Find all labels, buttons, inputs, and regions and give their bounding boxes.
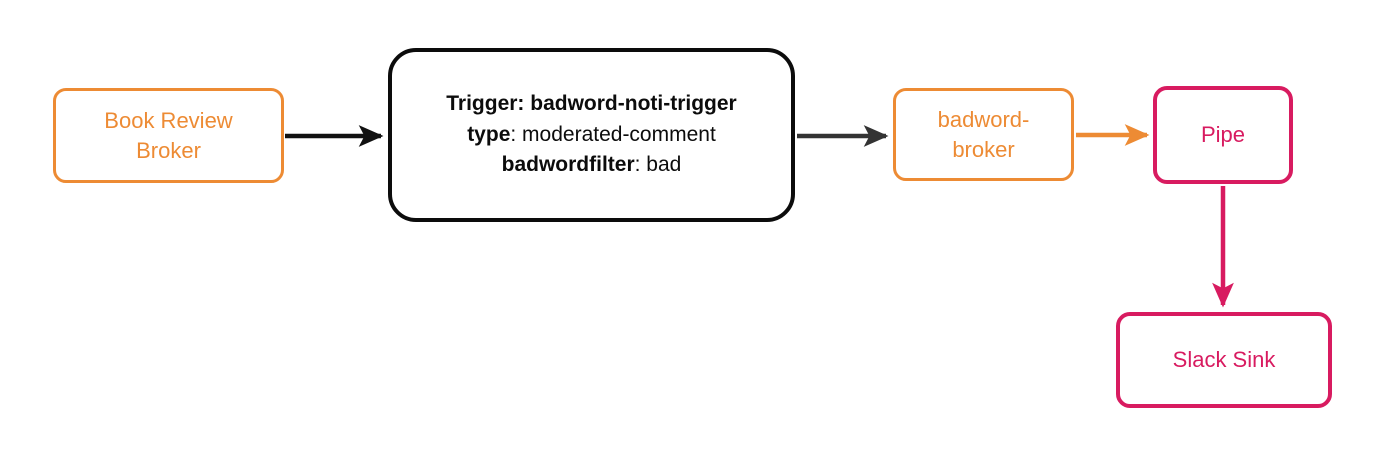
node-trigger-text: Trigger: badword-noti-trigger type: mode… (446, 89, 736, 180)
node-pipe-label: Pipe (1200, 122, 1246, 148)
node-pipe[interactable]: Pipe (1153, 86, 1293, 184)
trigger-line-badwordfilter-bold: badwordfilter (501, 153, 635, 177)
trigger-line-name: Trigger: badword-noti-trigger (446, 89, 736, 119)
node-badword-broker[interactable]: badword- broker (893, 88, 1074, 181)
node-slack-sink[interactable]: Slack Sink (1116, 312, 1332, 408)
node-slack-sink-label: Slack Sink (1172, 347, 1276, 373)
trigger-line-type: type: moderated-comment (446, 120, 736, 150)
trigger-line-badwordfilter: badwordfilter: bad (446, 150, 736, 180)
node-book-review-broker-label: Book Review Broker (104, 108, 233, 163)
trigger-line-name-bold: Trigger: badword-noti-trigger (446, 92, 737, 116)
trigger-line-type-bold: type (467, 122, 511, 146)
node-badword-broker-label: badword- broker (937, 107, 1030, 162)
trigger-line-badwordfilter-plain: : bad (634, 153, 682, 177)
node-badword-noti-trigger[interactable]: Trigger: badword-noti-trigger type: mode… (388, 48, 795, 222)
trigger-line-type-plain: : moderated-comment (510, 122, 716, 146)
node-book-review-broker[interactable]: Book Review Broker (53, 88, 284, 183)
